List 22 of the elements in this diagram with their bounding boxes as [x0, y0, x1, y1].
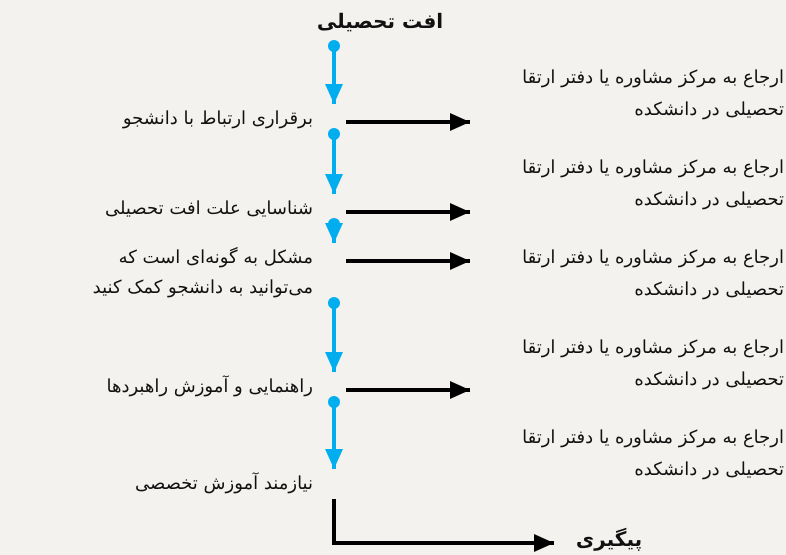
step-text: نیازمند آموزش تخصصی [0, 469, 346, 499]
arrow [346, 381, 470, 399]
referral-text: ارجاع به مرکز مشاوره یا دفتر ارتقا تحصیلی در دانشکده [470, 422, 784, 486]
referral-text: ارجاع به مرکز مشاوره یا دفتر ارتقا تحصیلی در دانشکده [470, 242, 784, 306]
step-text: برقراری ارتباط با دانشجو [0, 104, 346, 134]
arrow [325, 297, 343, 372]
step-text: شناسایی علت افت تحصیلی [0, 194, 346, 224]
title-text: افت تحصیلی [300, 6, 460, 46]
step-text: راهنمایی و آموزش راهبردها [0, 372, 346, 402]
end-step-text: پیگیری [554, 524, 664, 554]
arrow [332, 499, 554, 552]
referral-text: ارجاع به مرکز مشاوره یا دفتر ارتقا تحصیلی در دانشکده [470, 332, 784, 396]
arrow [325, 218, 343, 243]
arrow [325, 128, 343, 194]
arrow [325, 396, 343, 469]
arrow [346, 252, 470, 270]
arrow [346, 203, 470, 221]
step-text: مشکل به گونه‌ای است که می‌توانید به دانشجو کمک کنید [0, 243, 346, 303]
arrow [325, 40, 343, 104]
referral-text: ارجاع به مرکز مشاوره یا دفتر ارتقا تحصیلی در دانشکده [470, 152, 784, 216]
referral-text: ارجاع به مرکز مشاوره یا دفتر ارتقا تحصیلی در دانشکده [470, 62, 784, 126]
arrow [346, 113, 470, 131]
